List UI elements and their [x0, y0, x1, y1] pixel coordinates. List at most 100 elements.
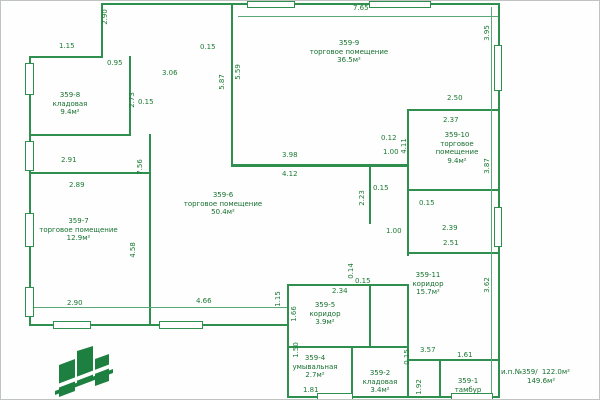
wall [101, 3, 103, 58]
room-area: 2.7м² [305, 371, 325, 379]
window [53, 321, 91, 329]
window [451, 393, 493, 399]
dimension-label: 1.15 [274, 291, 282, 307]
room-label-359-11: 359-11 коридор 15.7м² [399, 271, 457, 297]
room-name: торговое помещение [435, 139, 479, 157]
room-label-359-4: 359-4 умывальная 2.7м² [283, 354, 347, 380]
dimension-label: 1.15 [59, 42, 75, 50]
room-area: 3.4м² [370, 386, 390, 394]
wall [287, 346, 409, 348]
dimension-label: 2.34 [332, 287, 348, 295]
company-logo [55, 346, 113, 397]
dimension-label: 0.12 [381, 134, 397, 142]
dimension-label: 4.66 [196, 297, 212, 305]
wall [231, 3, 233, 166]
room-label-359-6: 359-6 торговое помещение 50.4м² [173, 191, 273, 217]
dimension-label: 2.91 [61, 156, 77, 164]
wall [439, 359, 441, 398]
dimension-label: 5.59 [234, 64, 242, 80]
window [159, 321, 203, 329]
room-name: торговое помещение [39, 225, 118, 234]
dimension-line [491, 7, 492, 394]
dimension-label: 2.90 [101, 9, 109, 25]
wall [29, 56, 31, 326]
dimension-label: 2.23 [358, 190, 366, 206]
room-area: 3.9м² [315, 318, 335, 326]
room-area: 9.4м² [60, 108, 80, 116]
wall [351, 346, 353, 398]
room-name: тамбур [454, 385, 482, 394]
room-number: 359-2 [369, 369, 391, 377]
room-label-359-8: 359-8 кладовая 9.4м² [37, 91, 103, 117]
window [25, 287, 34, 317]
wall [149, 134, 151, 326]
room-number: 359-1 [457, 377, 479, 385]
dimension-label: 4.11 [400, 138, 408, 154]
dimension-label: 1.00 [383, 148, 399, 156]
dimension-label: 4.58 [129, 242, 137, 258]
dimension-label: 0.95 [107, 59, 123, 67]
room-label-359-5: 359-5 коридор 3.9м² [301, 301, 349, 327]
room-name: торговое помещение [183, 199, 263, 208]
dimension-label: 0.15 [355, 277, 371, 285]
wall [407, 359, 498, 361]
room-name: коридор [412, 279, 444, 288]
dimension-label: 0.15 [403, 349, 411, 365]
dimension-label: 1.61 [457, 351, 473, 359]
wall [407, 109, 409, 256]
dimension-label: 3.95 [483, 25, 491, 41]
wall [29, 134, 131, 136]
room-name: умывальная [292, 362, 338, 371]
unit-number: и.п.№359/ [501, 368, 538, 376]
room-number: 359-5 [314, 301, 336, 309]
room-area: 15.7м² [416, 288, 440, 296]
wall [369, 164, 371, 224]
wall [287, 284, 409, 286]
dimension-label: 2.89 [69, 181, 85, 189]
room-number: 359-9 [338, 39, 360, 47]
wall [29, 56, 103, 58]
dimension-label: 1.00 [386, 227, 402, 235]
wall [101, 3, 500, 5]
dimension-label: 2.39 [442, 224, 458, 232]
window [317, 393, 353, 399]
dimension-label: 2.51 [443, 239, 459, 247]
room-label-359-10: 359-10 торговое помещение 9.4м² [427, 131, 487, 165]
unit-summary: и.п.№359/ 122.0м² 149.6м² [501, 368, 597, 386]
dimension-label: 0.15 [200, 43, 216, 51]
room-label-359-2: 359-2 кладовая 3.4м² [353, 369, 407, 395]
dimension-label: 0.15 [373, 184, 389, 192]
wall [407, 109, 498, 111]
dimension-label: 0.14 [347, 263, 355, 279]
wall [407, 189, 498, 191]
room-number: 359-8 [59, 91, 81, 99]
dimension-label: 1.66 [290, 306, 298, 322]
room-number: 359-7 [68, 217, 89, 225]
dimension-label: 3.57 [420, 346, 436, 354]
wall [498, 3, 500, 398]
room-label-359-7: 359-7 торговое помещение 12.9м² [31, 217, 126, 243]
dimension-label: 2.90 [67, 299, 83, 307]
window [25, 63, 34, 95]
dimension-label: 2.37 [443, 116, 459, 124]
dimension-label: 3.06 [162, 69, 178, 77]
wall [407, 252, 498, 254]
room-number: 359-10 [444, 131, 470, 139]
unit-area-total: 149.6м² [527, 377, 556, 385]
dimension-label: 1.92 [415, 379, 423, 395]
wall [287, 284, 289, 398]
wall [369, 284, 371, 346]
window [25, 141, 34, 171]
room-area: 36.5м² [337, 56, 361, 64]
dimension-label: 2.50 [447, 94, 463, 102]
unit-area-main: 122.0м² [541, 368, 570, 376]
room-label-359-9: 359-9 торговое помещение 36.5м² [301, 39, 397, 65]
wall [231, 164, 409, 167]
dimension-label: 7.56 [136, 159, 144, 175]
dimension-label: 3.62 [483, 277, 491, 293]
room-name: кладовая [52, 99, 88, 108]
room-name: торговое помещение [309, 47, 389, 56]
window [369, 1, 431, 8]
dimension-label: 1.81 [303, 386, 319, 394]
